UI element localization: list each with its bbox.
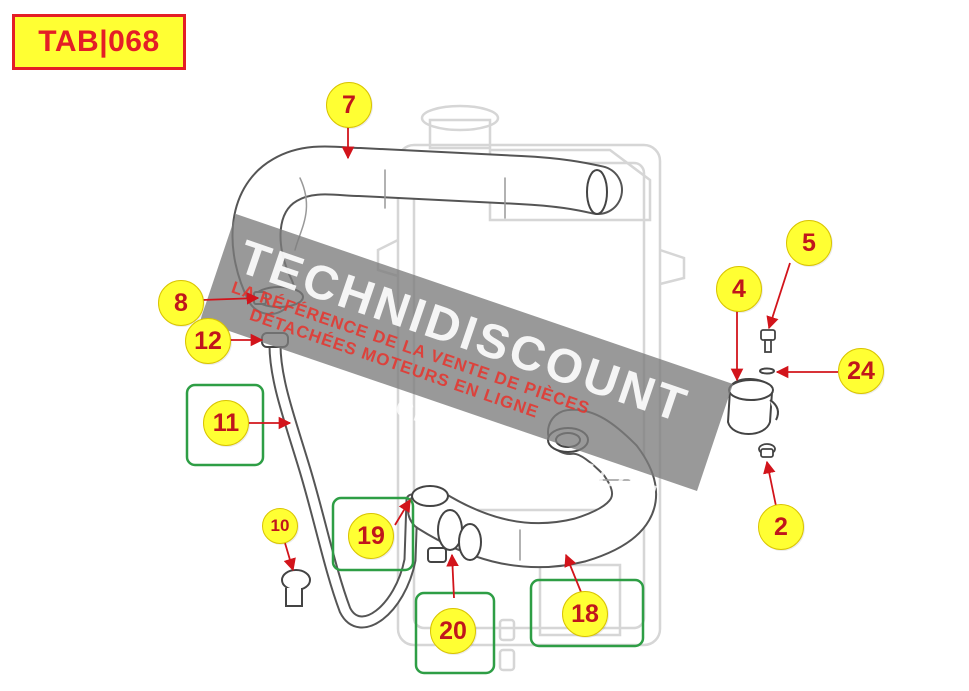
bleed-hose (268, 338, 419, 629)
tab-label: TAB|068 (12, 14, 186, 70)
highlight-box-19 (331, 496, 415, 572)
leader-2 (763, 460, 777, 507)
highlight-box-11 (185, 383, 265, 467)
callout-18: 18 (562, 591, 608, 637)
callout-12: 12 (185, 318, 231, 364)
leader-lines (201, 126, 838, 599)
hose-clamp-10 (281, 569, 311, 607)
highlight-box-18 (529, 578, 645, 648)
leader-8 (201, 292, 260, 305)
leader-20 (446, 553, 459, 599)
o-ring-24 (759, 367, 775, 375)
nut-2 (758, 443, 776, 458)
callout-4: 4 (716, 266, 762, 312)
callout-11: 11 (203, 400, 249, 446)
callout-2: 2 (758, 504, 804, 550)
hose-clamp-top (586, 169, 608, 215)
callout-10: 10 (262, 508, 298, 544)
highlight-box-20 (414, 591, 496, 675)
callout-7: 7 (326, 82, 372, 128)
thermostat-housing-4 (726, 378, 779, 435)
leader-10 (283, 542, 296, 572)
callout-8: 8 (158, 280, 204, 326)
hose-clamp-20 (427, 523, 482, 563)
leader-19 (394, 498, 411, 526)
callout-19: 19 (348, 513, 394, 559)
bolt-5 (760, 329, 776, 353)
highlight-boxes (185, 383, 645, 675)
callout-5: 5 (786, 220, 832, 266)
leader-5 (766, 262, 791, 330)
callout-20: 20 (430, 608, 476, 654)
leader-18 (564, 553, 582, 593)
callout-24: 24 (838, 348, 884, 394)
